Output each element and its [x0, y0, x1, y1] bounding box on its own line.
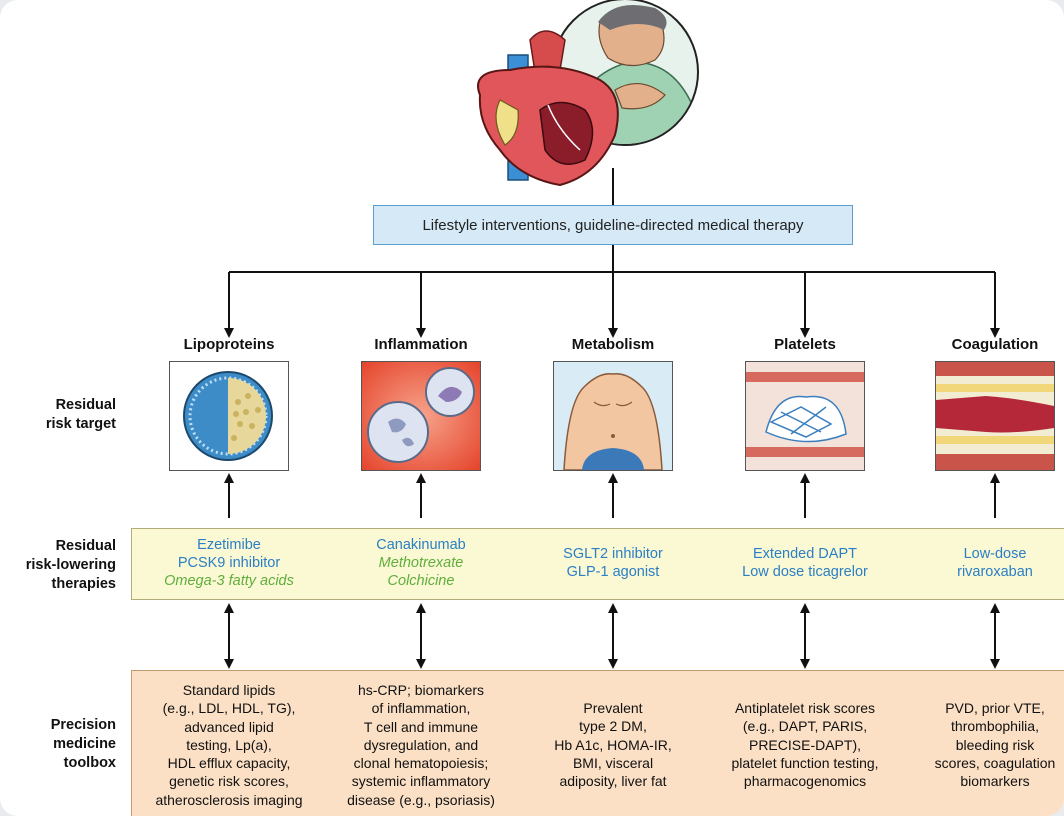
category-title-coagulation: Coagulation — [951, 336, 1039, 353]
category-title-inflammation: Inflammation — [374, 336, 468, 353]
platelet-aggregate-icon — [745, 361, 865, 471]
blood-vessel-clot-icon — [935, 361, 1055, 471]
therapies-coagulation: Low-dose rivaroxaban — [957, 546, 1033, 580]
therapies-lipoproteins: Ezetimibe PCSK9 inhibitor Omega-3 fatty … — [164, 537, 294, 589]
toolbox-inflammation: hs-CRP; biomarkers of inflammation, T ce… — [347, 682, 495, 808]
row-label-target: Residual risk target — [45, 397, 116, 432]
white-blood-cells-icon — [361, 361, 481, 471]
category-title-platelets: Platelets — [774, 336, 836, 353]
category-title-lipoproteins: Lipoproteins — [183, 336, 275, 353]
therapies-platelets: Extended DAPT Low dose ticagrelor — [742, 546, 868, 580]
toolbox-band — [131, 670, 1064, 816]
heart-and-patient-illustration — [477, 0, 699, 187]
heart-icon — [477, 30, 619, 187]
lipoprotein-particle-icon — [169, 361, 289, 471]
therapies-band — [131, 528, 1064, 600]
obese-torso-icon — [553, 361, 673, 471]
therapies-inflammation: Canakinumab Methotrexate Colchicine — [376, 537, 466, 589]
row-label-therapies: Residual risk-lowering therapies — [25, 538, 116, 592]
row-label-toolbox: Precision medicine toolbox — [50, 717, 116, 771]
therapies-metabolism: SGLT2 inhibitor GLP-1 agonist — [563, 546, 663, 580]
toolbox-platelets: Antiplatelet risk scores (e.g., DAPT, PA… — [731, 700, 879, 790]
toolbox-lipoproteins: Standard lipids (e.g., LDL, HDL, TG), ad… — [155, 682, 303, 808]
toolbox-metabolism: Prevalent type 2 DM, Hb A1c, HOMA-IR, BM… — [554, 700, 672, 790]
category-title-metabolism: Metabolism — [571, 336, 655, 353]
top-therapy-box: Lifestyle interventions, guideline-direc… — [373, 205, 853, 245]
toolbox-coagulation: PVD, prior VTE, thrombophilia, bleeding … — [934, 700, 1056, 790]
